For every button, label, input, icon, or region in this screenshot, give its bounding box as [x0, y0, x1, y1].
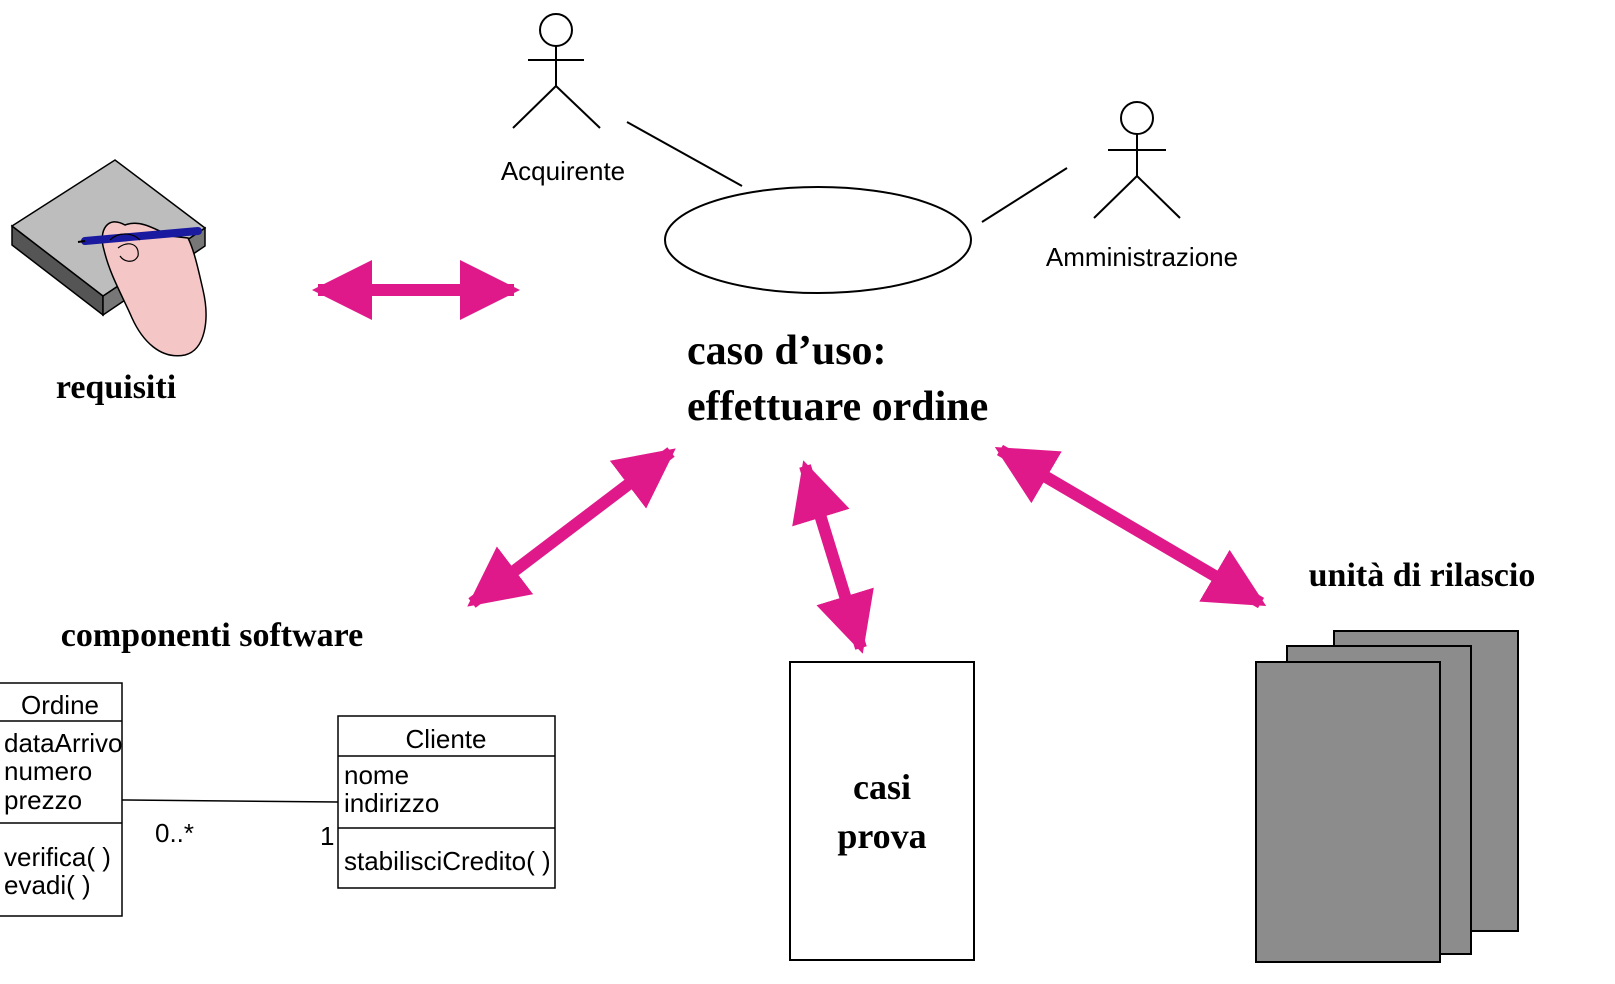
cliente-multiplicity: 1 [320, 821, 334, 851]
use-case-subtitle: effettuare ordine [687, 384, 988, 430]
actor-buyer-label: Acquirente [501, 156, 625, 186]
class-attribute: numero [4, 756, 92, 786]
arrow-release [994, 444, 1267, 609]
arrow-components [467, 447, 676, 608]
class-operation: stabilisciCredito( ) [344, 846, 551, 876]
actor-admin-label: Amministrazione [1046, 242, 1238, 272]
requirements-label: requisiti [56, 369, 176, 406]
class-attribute: indirizzo [344, 788, 439, 818]
association-line [121, 799, 339, 803]
release-stack-icon [1255, 630, 1519, 963]
actor-buyer-icon [512, 13, 601, 129]
class-ordine: Ordine dataArrivo numero prezzo verifica… [0, 682, 123, 917]
components-label: componenti software [61, 617, 364, 654]
arrow-test-cases [792, 460, 874, 654]
admin-association-line [981, 167, 1068, 223]
trace-arrows [312, 260, 1267, 654]
buyer-association-line [626, 121, 743, 187]
class-operation: evadi( ) [4, 870, 91, 900]
requirements-icon [10, 159, 207, 357]
class-operation: verifica( ) [4, 842, 111, 872]
release-label: unità di rilascio [1309, 557, 1536, 594]
class-name: Cliente [406, 724, 487, 754]
test-cases-label-line2: prova [837, 816, 926, 856]
class-attribute: nome [344, 760, 409, 790]
class-attribute: dataArrivo [4, 728, 123, 758]
class-cliente: Cliente nome indirizzo stabilisciCredito… [337, 715, 556, 889]
ordine-multiplicity: 0..* [155, 818, 194, 848]
class-name: Ordine [21, 690, 99, 720]
actor-admin-icon [1093, 101, 1181, 219]
use-case-ellipse [664, 186, 972, 294]
test-cases-document [789, 661, 975, 961]
class-attribute: prezzo [4, 785, 82, 815]
use-case-title: caso d’uso: [687, 328, 887, 374]
test-cases-label-line1: casi [853, 767, 911, 807]
